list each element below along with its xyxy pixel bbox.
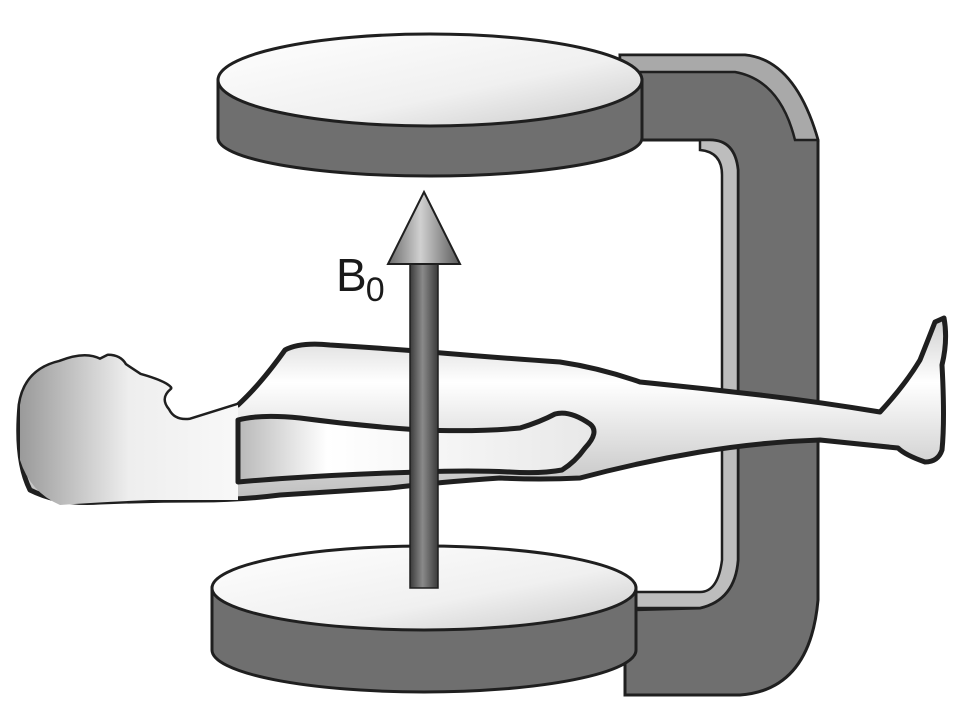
- magnet-frame: [618, 53, 820, 697]
- upper-pole: [216, 32, 644, 178]
- field-subscript: 0: [365, 271, 385, 309]
- field-symbol: B: [336, 249, 367, 301]
- field-label-b0: B0: [336, 249, 385, 307]
- field-arrow: [386, 189, 462, 589]
